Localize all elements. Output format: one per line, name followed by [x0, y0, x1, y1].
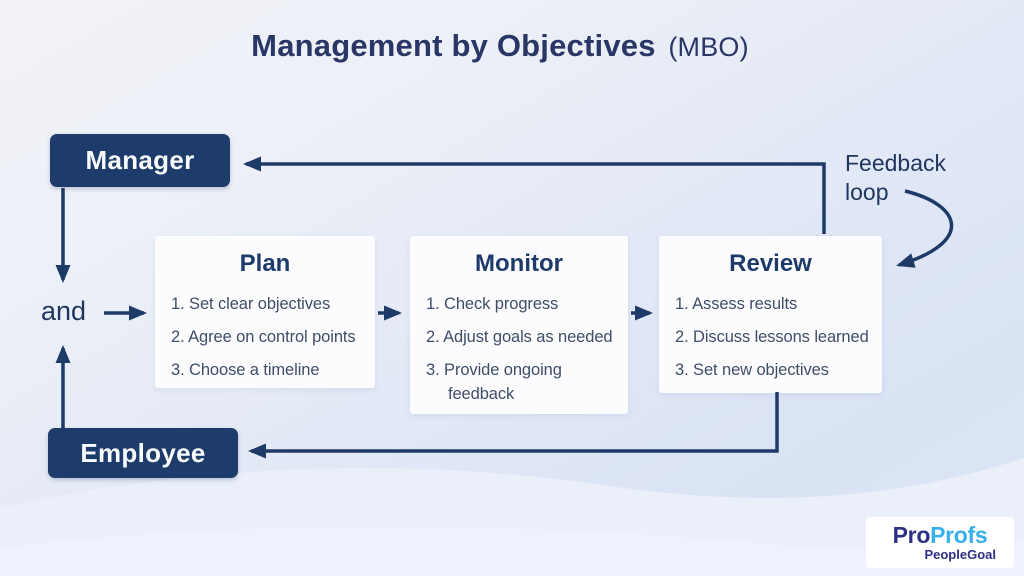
employee-label: Employee	[80, 437, 206, 468]
logo-part1: Pro	[892, 522, 931, 548]
list-item: 3. Set new objectives	[675, 361, 829, 379]
plan-card-list: 1. Set clear objectives 2. Agree on cont…	[171, 292, 367, 382]
logo-wordmark: ProProfs	[874, 523, 1006, 547]
manager-label: Manager	[85, 145, 195, 175]
list-item: 2. Adjust goals as needed	[426, 328, 613, 346]
proprofs-logo: ProProfs PeopleGoal	[866, 517, 1014, 568]
employee-node: Employee	[48, 428, 238, 478]
list-item: 3. Choose a timeline	[171, 361, 320, 379]
list-item: 2. Discuss lessons learned	[675, 328, 869, 346]
title-main: Management by Objectives	[251, 28, 656, 63]
plan-card: Plan 1. Set clear objectives 2. Agree on…	[155, 236, 375, 388]
manager-node: Manager	[50, 134, 230, 187]
review-card: Review 1. Assess results 2. Discuss less…	[659, 236, 882, 393]
feedback-loop-label: Feedback loop	[845, 150, 947, 205]
page-title: Management by Objectives (MBO)	[0, 28, 1000, 64]
logo-subtitle: PeopleGoal	[924, 547, 996, 562]
list-item: 3. Provide ongoing feedback	[426, 361, 562, 403]
list-item: 1. Assess results	[675, 295, 798, 313]
plan-card-title: Plan	[239, 250, 291, 277]
list-item: 1. Check progress	[426, 295, 559, 313]
list-item: 2. Agree on control points	[171, 328, 356, 346]
monitor-card-list: 1. Check progress 2. Adjust goals as nee…	[426, 292, 620, 406]
arrow-review-to-manager-feedback	[242, 156, 826, 234]
review-card-list: 1. Assess results 2. Discuss lessons lea…	[675, 292, 874, 382]
monitor-card-title: Monitor	[475, 250, 563, 277]
list-item: 1. Set clear objectives	[171, 295, 331, 313]
monitor-card: Monitor 1. Check progress 2. Adjust goal…	[410, 236, 628, 414]
and-label: and	[41, 296, 87, 326]
title-suffix: (MBO)	[668, 32, 749, 62]
logo-part2: Profs	[930, 522, 988, 548]
review-card-title: Review	[729, 250, 812, 277]
